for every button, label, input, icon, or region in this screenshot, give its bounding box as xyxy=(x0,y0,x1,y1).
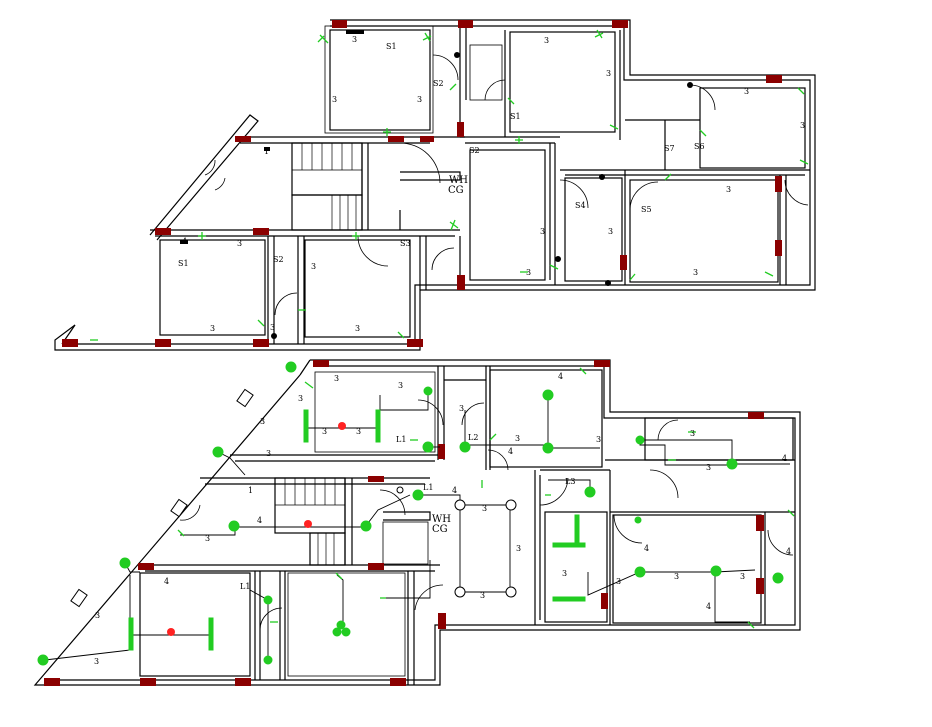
circuit-number: 1 xyxy=(264,147,270,156)
lower-plan-sockets xyxy=(396,486,517,598)
circuit-number: 3 xyxy=(606,69,612,78)
circuit-number: 3 xyxy=(690,429,696,438)
circuit-number: 4 xyxy=(782,454,788,463)
lower-plan-wiring xyxy=(44,390,790,661)
switch-label: S1 xyxy=(510,112,521,121)
circuit-number: 3 xyxy=(205,534,211,543)
gas-cooker-label: CG xyxy=(432,524,448,535)
circuit-number: 4 xyxy=(164,577,170,586)
light-label: L1 xyxy=(423,483,434,492)
light-label: L3 xyxy=(565,477,576,486)
circuit-number: 4 xyxy=(452,486,458,495)
circuit-number: 4 xyxy=(558,372,564,381)
circuit-number: 3 xyxy=(210,324,216,333)
circuit-number: 3 xyxy=(260,417,266,426)
switch-label: S7 xyxy=(664,144,675,153)
upper-plan-switch-symbols xyxy=(90,29,809,341)
upper-plan-doors xyxy=(204,54,809,316)
circuit-number: 4 xyxy=(182,237,188,246)
circuit-number: 3 xyxy=(482,504,488,513)
circuit-number: 3 xyxy=(334,374,340,383)
circuit-number: 3 xyxy=(311,262,317,271)
switch-label: S4 xyxy=(575,201,586,210)
circuit-number: 3 xyxy=(608,227,614,236)
lower-plan-doors xyxy=(179,399,794,631)
circuit-number: 3 xyxy=(480,591,486,600)
circuit-number: 3 xyxy=(398,381,404,390)
lower-stair-treads xyxy=(275,478,345,565)
lower-plan-columns xyxy=(44,360,764,686)
circuit-number: 3 xyxy=(355,324,361,333)
lower-plan-walls xyxy=(33,359,801,686)
circuit-number: 3 xyxy=(95,611,101,620)
circuit-number: 3 xyxy=(516,544,522,553)
circuit-number: 3 xyxy=(540,227,546,236)
switch-label: S1 xyxy=(178,259,189,268)
circuit-number: 4 xyxy=(644,544,650,553)
light-label: L1 xyxy=(396,435,407,444)
switch-label: S2 xyxy=(469,146,480,155)
light-label: L2 xyxy=(468,433,479,442)
circuit-number: 3 xyxy=(544,36,550,45)
circuit-number: 3 xyxy=(740,572,746,581)
circuit-number: 3 xyxy=(526,268,532,277)
circuit-number: 3 xyxy=(459,404,465,413)
circuit-number: 4 xyxy=(257,516,263,525)
circuit-number: 3 xyxy=(332,95,338,104)
upper-stair-treads xyxy=(292,143,362,230)
lower-plan-switch-symbols xyxy=(177,367,795,629)
circuit-number: 4 xyxy=(508,447,514,456)
circuit-number: 3 xyxy=(706,463,712,472)
circuit-number: 3 xyxy=(515,434,521,443)
switch-label: S2 xyxy=(433,79,444,88)
circuit-number: 3 xyxy=(237,239,243,248)
switch-label: S6 xyxy=(694,142,705,151)
lower-plan-light-fixtures xyxy=(37,361,784,666)
circuit-number: 3 xyxy=(596,435,602,444)
circuit-number: 3 xyxy=(356,427,362,436)
circuit-number: 3 xyxy=(322,427,328,436)
light-label: L1 xyxy=(240,582,251,591)
circuit-number: 3 xyxy=(270,323,276,332)
switch-label: S1 xyxy=(386,42,397,51)
upper-plan-walls xyxy=(54,19,816,351)
upper-plan-small-symbols xyxy=(180,30,693,339)
water-heater-label: WH xyxy=(449,175,468,186)
circuit-number: 3 xyxy=(94,657,100,666)
circuit-number: 4 xyxy=(706,602,712,611)
circuit-number: 3 xyxy=(726,185,732,194)
water-heater-label: WH xyxy=(432,514,451,525)
circuit-number: 3 xyxy=(266,449,272,458)
switch-label: S2 xyxy=(273,255,284,264)
circuit-number: 1 xyxy=(248,486,254,495)
circuit-number: 3 xyxy=(352,35,358,44)
circuit-number: 3 xyxy=(800,121,806,130)
circuit-number: 3 xyxy=(298,394,304,403)
circuit-number: 3 xyxy=(616,577,622,586)
switch-label: S5 xyxy=(641,205,652,214)
circuit-number: 3 xyxy=(562,569,568,578)
circuit-number: 3 xyxy=(744,87,750,96)
lower-plan-fans xyxy=(167,422,346,636)
circuit-number: 3 xyxy=(693,268,699,277)
upper-plan-columns xyxy=(62,20,782,347)
circuit-number: 3 xyxy=(417,95,423,104)
lower-plan-distribution-boards xyxy=(70,388,254,608)
circuit-number: 4 xyxy=(786,547,792,556)
circuit-number: 3 xyxy=(674,572,680,581)
switch-label: S3 xyxy=(400,239,411,248)
gas-cooker-label: CG xyxy=(448,185,464,196)
